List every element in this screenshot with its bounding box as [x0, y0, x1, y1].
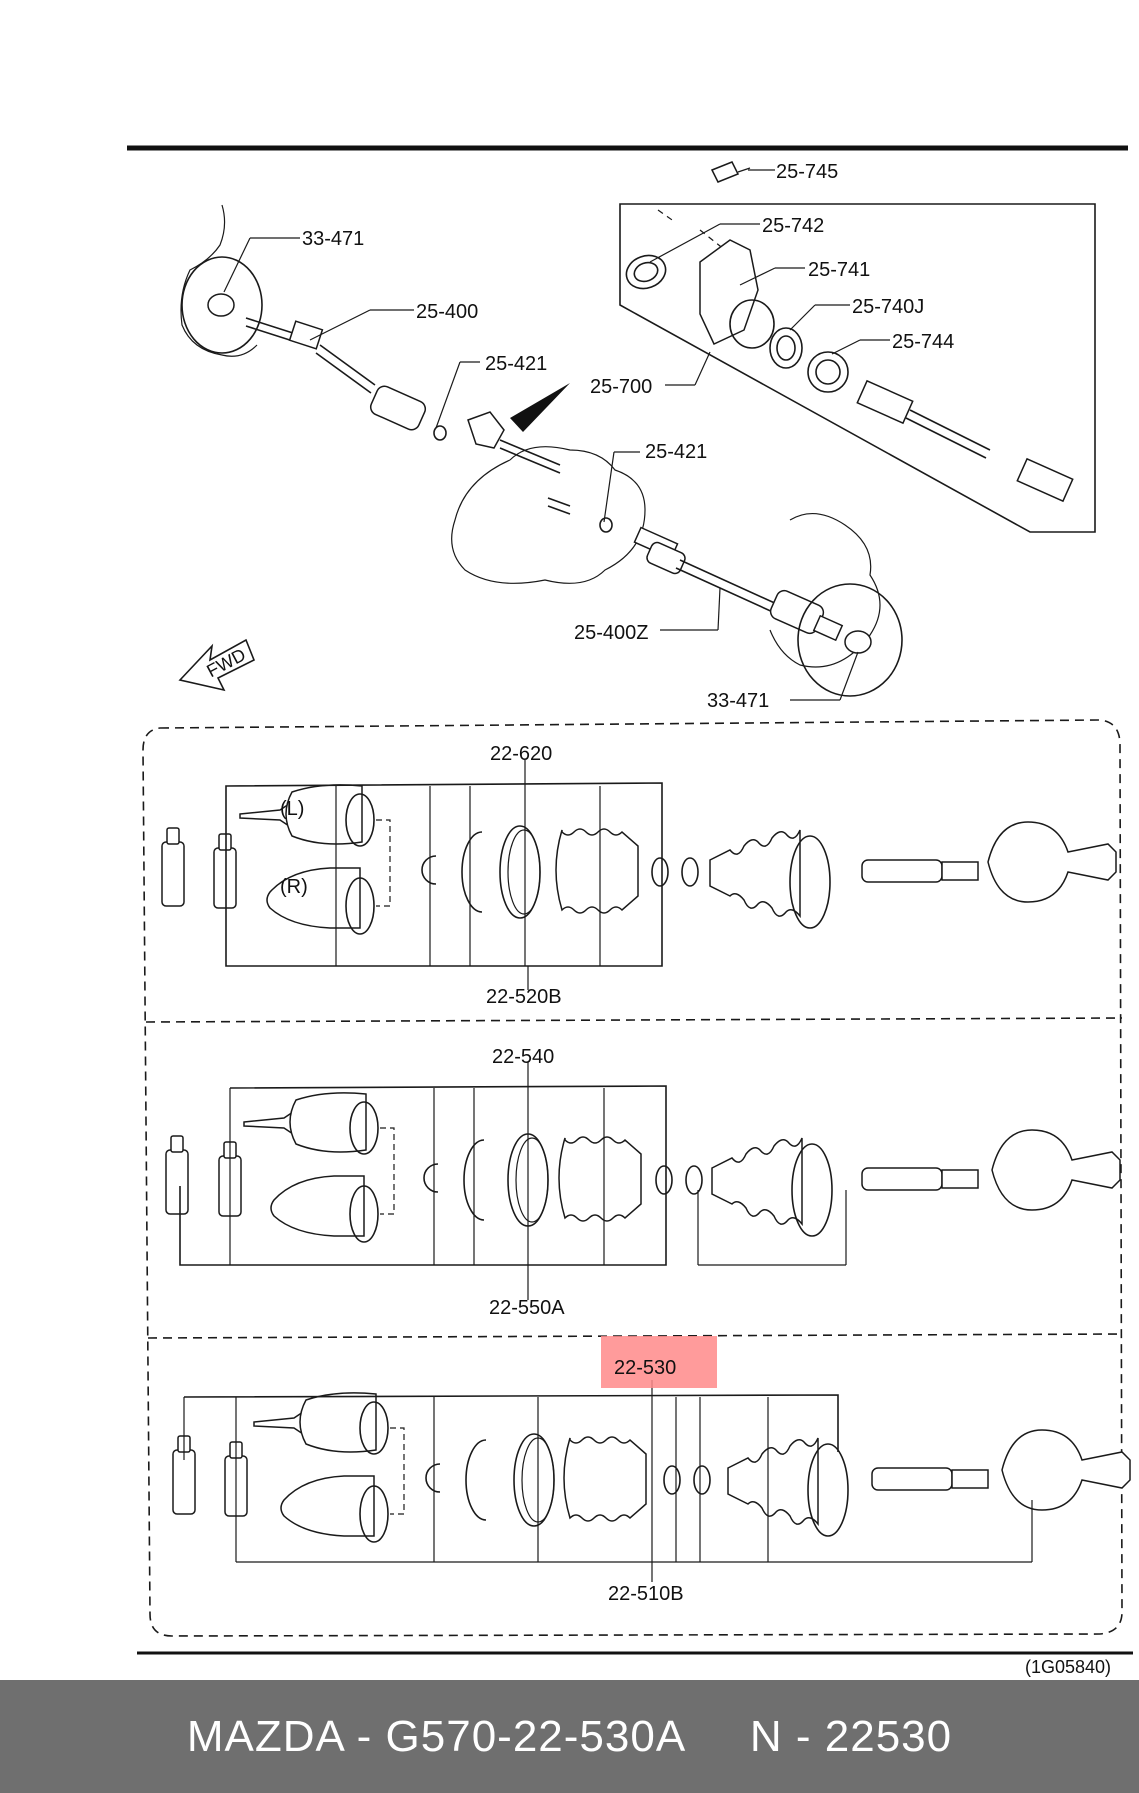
- highlight-22-530: [601, 1336, 717, 1388]
- callout-33-471-left: 33-471: [302, 228, 364, 250]
- boot-band-small: [693, 1465, 711, 1495]
- outer-joint-upper: [299, 1392, 377, 1453]
- callout-25-745: 25-745: [776, 161, 838, 183]
- callout-33-471-right: 33-471: [707, 690, 769, 712]
- callout-25-421-upper: 25-421: [485, 353, 547, 375]
- row3-brackets: 22-510B: [183, 1380, 1033, 1605]
- c-clip: [421, 855, 437, 885]
- boot-band-small: [663, 1465, 681, 1495]
- drive-shaft-spline: [941, 861, 979, 881]
- outer-cv-joint: [1001, 1429, 1131, 1511]
- boot-band-small: [681, 857, 699, 887]
- fwd-label: FWD: [203, 644, 249, 681]
- boot-band-outer: [791, 1143, 833, 1237]
- outer-joint-upper-face: [349, 1101, 379, 1155]
- c-clip: [425, 1463, 441, 1493]
- outer-joint-upper-face: [345, 793, 375, 847]
- callout-25-740J: 25-740J: [852, 296, 924, 318]
- outer-joint-upper: [289, 1092, 367, 1153]
- grease-tube-cap: [170, 1135, 184, 1153]
- diagram-code: (1G05840): [1025, 1657, 1111, 1677]
- grease-tube: [165, 1149, 189, 1215]
- drive-shaft: [871, 1467, 953, 1491]
- dust-boot-outer: [711, 1137, 803, 1227]
- callout-22-550A: 22-550A: [489, 1297, 565, 1319]
- callout-22-520B: 22-520B: [486, 986, 562, 1008]
- boot-band-large-inner: [515, 1137, 549, 1223]
- dust-boot-inner: [558, 1136, 642, 1222]
- row1-brackets: 22-620 22-520B (L) (R): [225, 743, 663, 1008]
- grease-tube-cap: [218, 833, 232, 851]
- joint-stub-shaft: [253, 1408, 307, 1438]
- joint-dashed-link: [390, 1427, 405, 1515]
- outer-joint-lower-face: [349, 1185, 379, 1243]
- dust-boot-inner: [563, 1436, 647, 1522]
- circlip: [465, 1439, 487, 1521]
- footer-part-number: MAZDA - G570-22-530A N - 22530: [186, 1711, 953, 1761]
- parts-diagram: FWD 33-471 25-400 25-421 25-421 25-700 2…: [127, 145, 1133, 1677]
- drive-shaft-assembly-overview: [180, 161, 1096, 697]
- boot-band-small: [655, 1165, 673, 1195]
- joint-dashed-link: [380, 1127, 395, 1215]
- outer-joint-lower-face: [359, 1485, 389, 1543]
- callout-22-530: 22-530: [614, 1357, 676, 1379]
- footer-bar: MAZDA - G570-22-530A N - 22530: [0, 1680, 1139, 1793]
- boot-band-outer: [789, 835, 831, 929]
- outer-cv-joint: [991, 1129, 1121, 1211]
- drive-shaft-spline: [941, 1169, 979, 1189]
- boot-band-small: [685, 1165, 703, 1195]
- boot-band-small: [651, 857, 669, 887]
- dust-boot-inner: [555, 828, 639, 914]
- row-22-530-variant: [172, 1392, 1131, 1543]
- side-label-right: (R): [280, 876, 308, 898]
- callout-25-400Z: 25-400Z: [574, 622, 649, 644]
- outer-joint-lower-face: [345, 877, 375, 935]
- upper-callouts: 33-471 25-400 25-421 25-421 25-700 25-74…: [223, 161, 954, 712]
- c-clip: [423, 1163, 439, 1193]
- grease-tube: [161, 841, 185, 907]
- callout-22-540: 22-540: [492, 1046, 554, 1068]
- callout-25-400: 25-400: [416, 301, 478, 323]
- fwd-arrow-icon: FWD: [178, 638, 256, 692]
- circlip: [461, 831, 483, 913]
- drive-shaft-spline: [951, 1469, 989, 1489]
- drive-shaft: [861, 1167, 943, 1191]
- row-22-620-variant: [161, 784, 1117, 935]
- joint-dashed-link: [376, 819, 391, 907]
- callout-25-700: 25-700: [590, 376, 652, 398]
- joint-stub-shaft: [243, 1108, 297, 1138]
- callout-22-620: 22-620: [490, 743, 552, 765]
- outer-joint-lower: [266, 867, 361, 929]
- outer-joint-lower: [270, 1175, 365, 1237]
- callout-25-741: 25-741: [808, 259, 870, 281]
- dust-boot-outer: [727, 1437, 819, 1527]
- row-22-540-variant: [165, 1092, 1121, 1243]
- callout-25-421-lower: 25-421: [645, 441, 707, 463]
- outer-joint-upper-face: [359, 1401, 389, 1455]
- callout-25-742: 25-742: [762, 215, 824, 237]
- circlip: [463, 1139, 485, 1221]
- row2-brackets: 22-540 22-550A: [179, 1046, 847, 1319]
- boot-band-large-inner: [507, 829, 541, 915]
- callout-22-510B: 22-510B: [608, 1583, 684, 1605]
- grease-tube: [213, 847, 237, 909]
- drive-shaft: [861, 859, 943, 883]
- side-label-left: (L): [280, 798, 304, 820]
- outer-joint-lower: [280, 1475, 375, 1537]
- dust-boot-outer: [709, 829, 801, 919]
- outer-cv-joint: [987, 821, 1117, 903]
- grease-tube-cap: [166, 827, 180, 845]
- boot-band-outer: [807, 1443, 849, 1537]
- callout-25-744: 25-744: [892, 331, 954, 353]
